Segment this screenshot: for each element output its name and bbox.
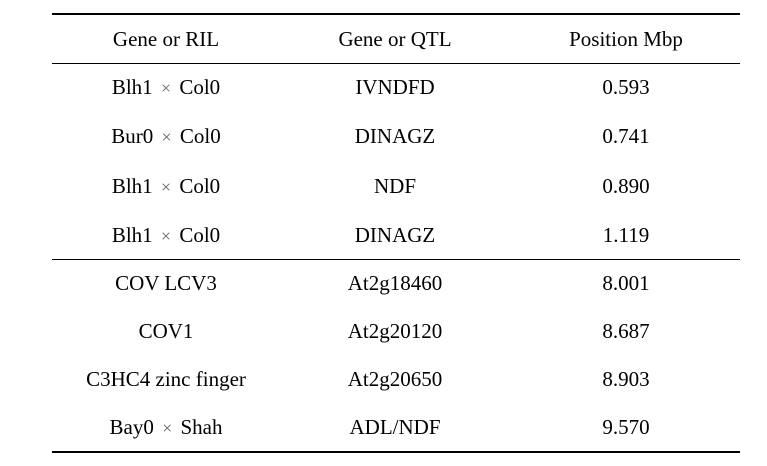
qtl-cell: At2g20120 <box>347 319 443 343</box>
table-row: COV LCV3 At2g18460 8.001 <box>52 263 740 303</box>
table-row: C3HC4 zinc finger At2g20650 8.903 <box>52 359 740 399</box>
ril-cell: Bay0 × Shah <box>109 414 223 439</box>
position-cell: 1.119 <box>602 223 650 247</box>
gene-cell: COV1 <box>138 319 194 343</box>
top-rule <box>52 13 740 15</box>
ril-cell: Blh1 × Col0 <box>111 222 221 247</box>
table-row: Blh1 × Col0 DINAGZ 1.119 <box>52 215 740 255</box>
position-cell: 0.890 <box>602 174 650 198</box>
qtl-cell: DINAGZ <box>354 223 436 247</box>
ril-cell: Blh1 × Col0 <box>111 173 221 198</box>
position-cell: 0.593 <box>602 75 650 99</box>
bottom-rule <box>52 451 740 453</box>
group-divider-rule <box>52 259 740 260</box>
ril-cell: Bur0 × Col0 <box>111 123 221 148</box>
header-gene-or-ril: Gene or RIL <box>112 27 220 51</box>
header-position: Position Mbp <box>569 27 683 51</box>
table-row: Blh1 × Col0 IVNDFD 0.593 <box>52 67 740 107</box>
position-cell: 0.741 <box>602 124 650 148</box>
position-cell: 8.687 <box>602 319 650 343</box>
gene-cell: C3HC4 zinc finger <box>86 367 246 391</box>
qtl-cell: IVNDFD <box>355 75 435 99</box>
header-rule <box>52 63 740 64</box>
gene-cell: COV LCV3 <box>115 271 217 295</box>
ril-cell: Blh1 × Col0 <box>111 74 221 99</box>
qtl-cell: At2g18460 <box>347 271 443 295</box>
qtl-cell: ADL/NDF <box>349 415 441 439</box>
header-gene-or-qtl: Gene or QTL <box>338 27 452 51</box>
position-cell: 8.903 <box>602 367 650 391</box>
qtl-cell: NDF <box>373 174 417 198</box>
table-row: Bay0 × Shah ADL/NDF 9.570 <box>52 407 740 447</box>
position-cell: 8.001 <box>602 271 650 295</box>
qtl-cell: DINAGZ <box>354 124 436 148</box>
table-row: Blh1 × Col0 NDF 0.890 <box>52 166 740 206</box>
table-row: COV1 At2g20120 8.687 <box>52 311 740 351</box>
table-row: Bur0 × Col0 DINAGZ 0.741 <box>52 116 740 156</box>
position-cell: 9.570 <box>602 415 650 439</box>
qtl-cell: At2g20650 <box>347 367 443 391</box>
header-row: Gene or RIL Gene or QTL Position Mbp <box>52 19 740 59</box>
